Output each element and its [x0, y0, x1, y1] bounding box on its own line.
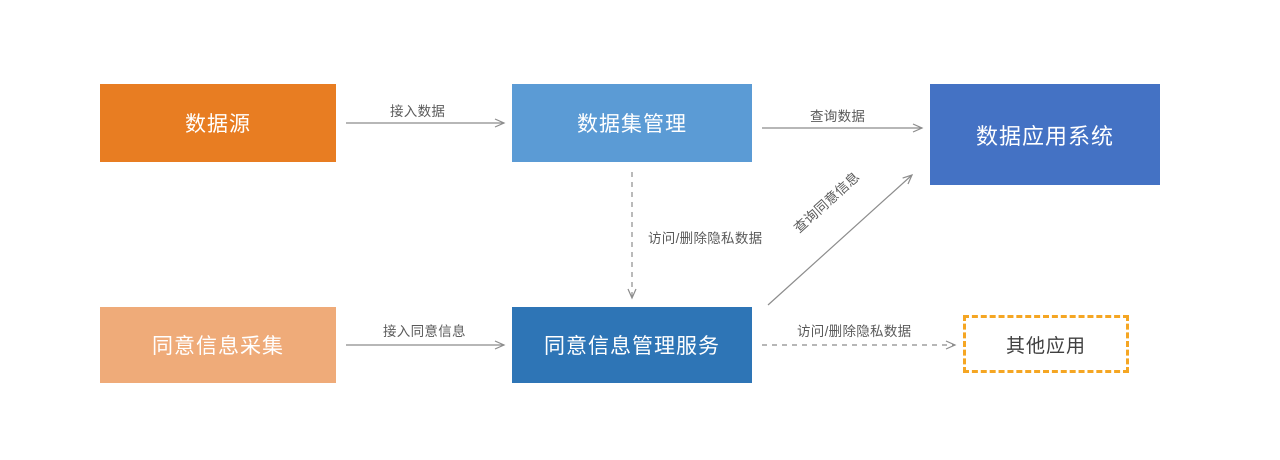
node-dataset-management-label: 数据集管理	[577, 113, 687, 136]
node-consent-collection[interactable]: 同意信息采集	[100, 307, 336, 383]
node-consent-management-service-label: 同意信息管理服务	[544, 335, 720, 358]
edge-query-consent	[767, 174, 914, 306]
node-consent-management-service[interactable]: 同意信息管理服务	[512, 307, 752, 383]
node-data-source[interactable]: 数据源	[100, 84, 336, 162]
edge-label-access-delete-private-data-primary: 访问/删除隐私数据	[648, 231, 763, 246]
node-other-application-label: 其他应用	[1005, 335, 1086, 357]
edge-label-ingest-consent-info: 接入同意信息	[383, 324, 466, 339]
node-data-application-system-label: 数据应用系统	[975, 123, 1114, 149]
edge-label-query-data: 查询数据	[810, 109, 866, 124]
node-dataset-management[interactable]: 数据集管理	[512, 84, 752, 162]
edge-label-access-delete-private-data-secondary: 访问/删除隐私数据	[797, 324, 912, 339]
node-other-application[interactable]: 其他应用	[963, 315, 1129, 373]
node-data-application-system[interactable]: 数据应用系统	[930, 84, 1160, 185]
node-consent-collection-label: 同意信息采集	[152, 335, 284, 358]
edge-label-ingest-data: 接入数据	[390, 104, 446, 119]
node-data-source-label: 数据源	[185, 113, 251, 136]
